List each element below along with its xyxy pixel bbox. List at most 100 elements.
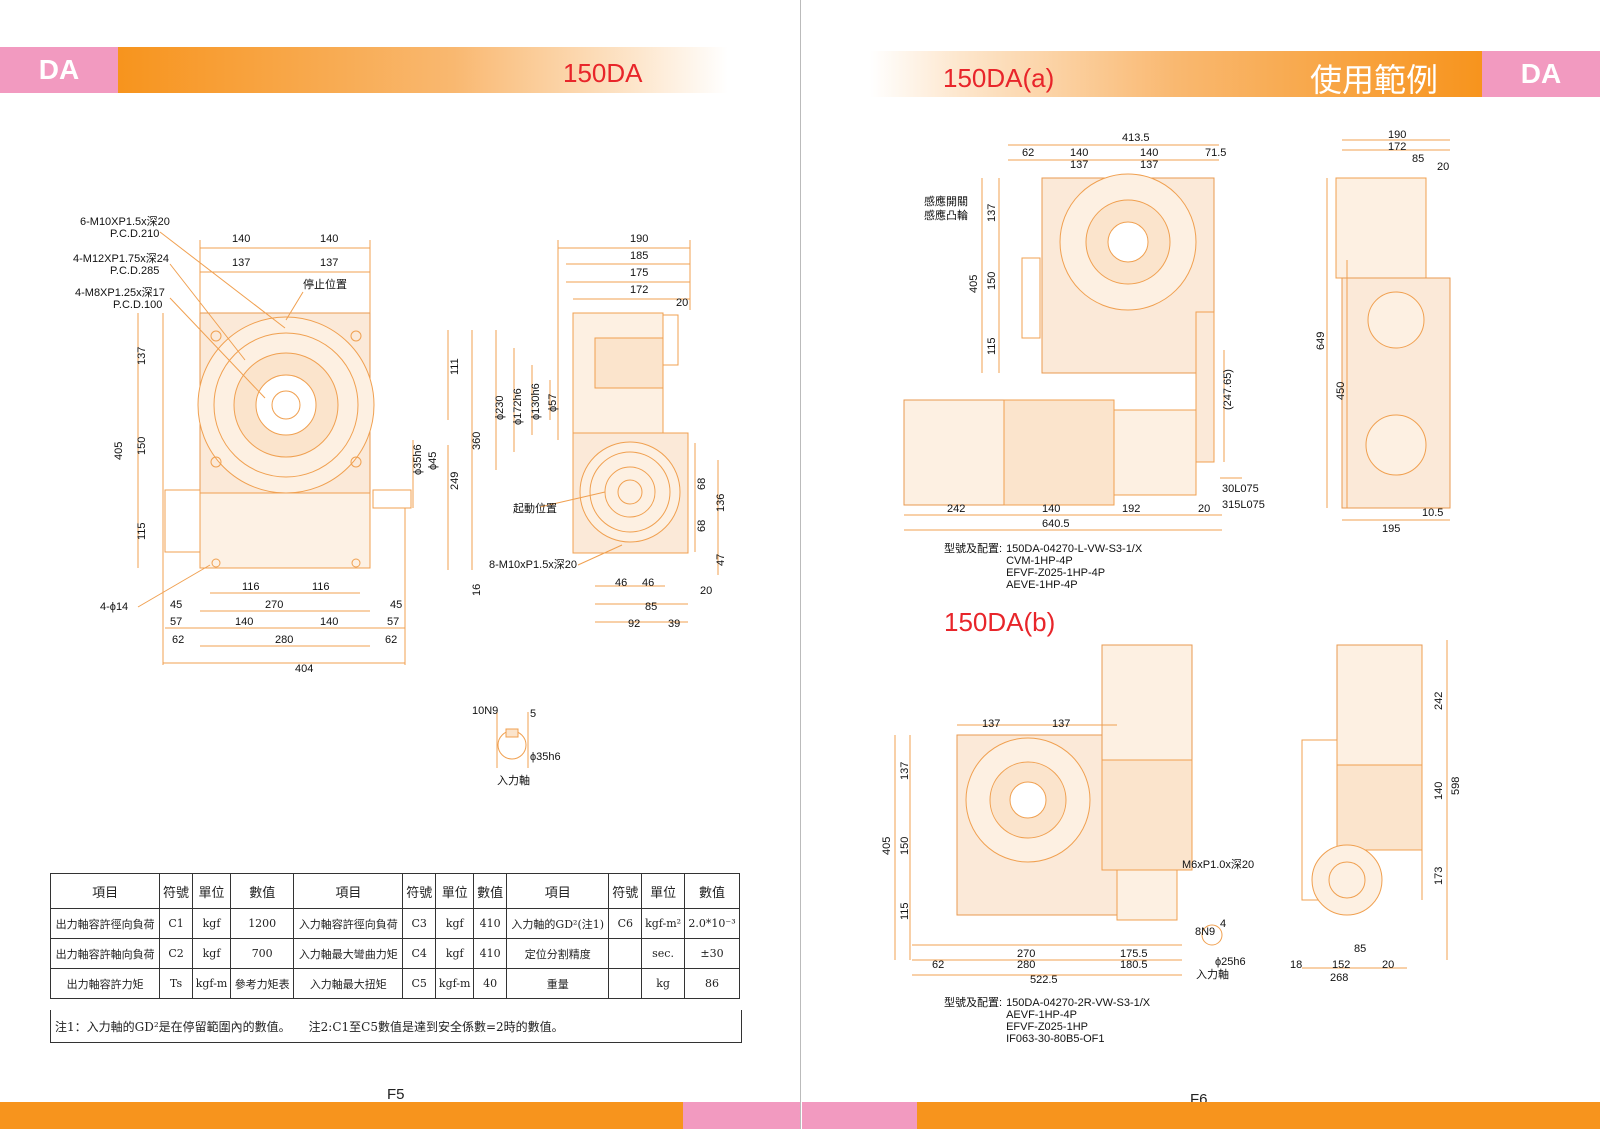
- svg-text:137: 137: [1070, 159, 1088, 171]
- svg-text:入力軸: 入力軸: [497, 773, 530, 787]
- svg-text:140: 140: [1070, 147, 1088, 159]
- svg-text:172: 172: [630, 284, 648, 296]
- svg-text:92: 92: [628, 618, 640, 630]
- svg-text:ϕ57: ϕ57: [547, 394, 559, 412]
- svg-text:150: 150: [899, 837, 911, 855]
- config-a-line: AEVE-1HP-4P: [1006, 579, 1078, 591]
- svg-text:140: 140: [320, 233, 338, 245]
- svg-text:150: 150: [986, 272, 998, 290]
- svg-text:ϕ130h6: ϕ130h6: [530, 383, 542, 420]
- svg-text:152: 152: [1332, 959, 1350, 971]
- svg-text:115: 115: [899, 902, 911, 920]
- svg-text:268: 268: [1330, 972, 1348, 984]
- svg-text:85: 85: [1412, 153, 1424, 165]
- svg-text:71.5: 71.5: [1205, 147, 1226, 159]
- svg-text:57: 57: [170, 616, 182, 628]
- table-header: 項目: [505, 873, 610, 909]
- svg-text:62: 62: [1022, 147, 1034, 159]
- svg-text:10.5: 10.5: [1422, 507, 1443, 519]
- svg-text:598: 598: [1450, 777, 1462, 795]
- svg-text:起動位置: 起動位置: [513, 501, 557, 515]
- svg-text:85: 85: [1354, 943, 1366, 955]
- series-tab: DA: [1482, 51, 1600, 97]
- spec-table: 項目 符號 單位 數值 項目 符號 單位 數值 項目 符號 單位 數值 出力軸容…: [49, 873, 740, 999]
- svg-text:20: 20: [1437, 161, 1449, 173]
- svg-text:45: 45: [390, 599, 402, 611]
- example-title-a: 150DA(a): [943, 63, 1055, 93]
- config-b: 型號及配置: 150DA-04270-2R-VW-S3-1/X AEVF-1HP…: [944, 997, 1150, 1045]
- config-b-line: IF063-30-80B5-OF1: [1006, 1033, 1105, 1045]
- config-b-line: EFVF-Z025-1HP: [1006, 1021, 1088, 1033]
- svg-text:140: 140: [1140, 147, 1158, 159]
- svg-text:405: 405: [968, 275, 980, 293]
- svg-text:137: 137: [1140, 159, 1158, 171]
- svg-text:315L075: 315L075: [1222, 499, 1265, 511]
- svg-text:649: 649: [1315, 332, 1327, 350]
- svg-text:30L075: 30L075: [1222, 483, 1259, 495]
- svg-text:136: 136: [715, 494, 727, 512]
- svg-text:ϕ25h6: ϕ25h6: [1215, 956, 1246, 968]
- svg-text:ϕ230: ϕ230: [494, 395, 506, 420]
- page-f5: DA 150DA: [0, 0, 801, 1129]
- table-header: 符號: [402, 873, 437, 909]
- svg-text:入力軸: 入力軸: [1196, 967, 1229, 981]
- config-a-line: EFVF-Z025-1HP-4P: [1006, 567, 1106, 579]
- svg-text:6-M10XP1.5x深20: 6-M10XP1.5x深20: [80, 215, 170, 228]
- table-note: 注1：入力軸的GD²是在停留範圍內的數值。 注2:C1至C5數值是達到安全係數=…: [50, 1010, 742, 1043]
- svg-text:20: 20: [1198, 503, 1210, 515]
- table-header: 項目: [293, 873, 404, 909]
- svg-text:116: 116: [312, 581, 330, 593]
- config-b-key: 型號及配置:: [944, 997, 1003, 1009]
- svg-text:62: 62: [172, 634, 184, 646]
- title-bar: [870, 51, 1482, 97]
- table-header: 符號: [608, 873, 643, 909]
- series-tab: DA: [0, 47, 118, 93]
- svg-text:137: 137: [986, 204, 998, 222]
- svg-text:175: 175: [630, 267, 648, 279]
- svg-text:116: 116: [242, 581, 260, 593]
- table-header: 單位: [435, 873, 475, 909]
- svg-text:8N9: 8N9: [1195, 926, 1215, 938]
- svg-text:4-M12XP1.75x深24: 4-M12XP1.75x深24: [73, 252, 169, 265]
- svg-text:85: 85: [645, 601, 657, 613]
- svg-text:270: 270: [265, 599, 283, 611]
- config-b-line: 150DA-04270-2R-VW-S3-1/X: [1006, 997, 1151, 1009]
- config-a-line: CVM-1HP-4P: [1006, 555, 1073, 567]
- svg-text:270: 270: [1017, 948, 1035, 960]
- footer-bar-orange: [917, 1102, 1600, 1129]
- svg-text:ϕ35h6: ϕ35h6: [412, 444, 424, 475]
- svg-text:280: 280: [1017, 959, 1035, 971]
- page-title: 150DA: [563, 58, 643, 88]
- svg-text:ϕ172h6: ϕ172h6: [512, 388, 524, 425]
- svg-text:450: 450: [1335, 382, 1347, 400]
- svg-text:115: 115: [136, 522, 148, 540]
- footer-bar-orange: [0, 1102, 683, 1129]
- usage-drawing-150da-a-b: 感應開關 感應凸輪 (247.65) 30L075 315L075 413.5 …: [881, 129, 1462, 986]
- table-header: 單位: [641, 873, 686, 909]
- svg-text:137: 137: [1052, 718, 1070, 730]
- svg-text:P.C.D.210: P.C.D.210: [110, 228, 159, 240]
- svg-text:137: 137: [136, 347, 148, 365]
- table-header-row: 項目 符號 單位 數值 項目 符號 單位 數值 項目 符號 單位 數值: [49, 873, 740, 909]
- svg-text:4: 4: [1220, 918, 1226, 930]
- table-header: 項目: [49, 873, 161, 909]
- svg-text:20: 20: [1382, 959, 1394, 971]
- svg-text:16: 16: [471, 584, 483, 596]
- svg-text:185: 185: [630, 250, 648, 262]
- svg-text:172: 172: [1388, 141, 1406, 153]
- svg-text:242: 242: [947, 503, 965, 515]
- svg-text:62: 62: [932, 959, 944, 971]
- svg-text:405: 405: [113, 442, 125, 460]
- svg-text:140: 140: [1433, 782, 1445, 800]
- svg-text:137: 137: [320, 257, 338, 269]
- svg-text:57: 57: [387, 616, 399, 628]
- svg-text:47: 47: [715, 554, 727, 566]
- svg-text:45: 45: [170, 599, 182, 611]
- svg-text:8-M10xP1.5x深20: 8-M10xP1.5x深20: [489, 558, 577, 571]
- svg-text:感應開關: 感應開關: [924, 194, 968, 208]
- svg-text:150: 150: [136, 437, 148, 455]
- page-f6: DA 150DA(a) 使用範例 150DA(b): [802, 0, 1600, 1129]
